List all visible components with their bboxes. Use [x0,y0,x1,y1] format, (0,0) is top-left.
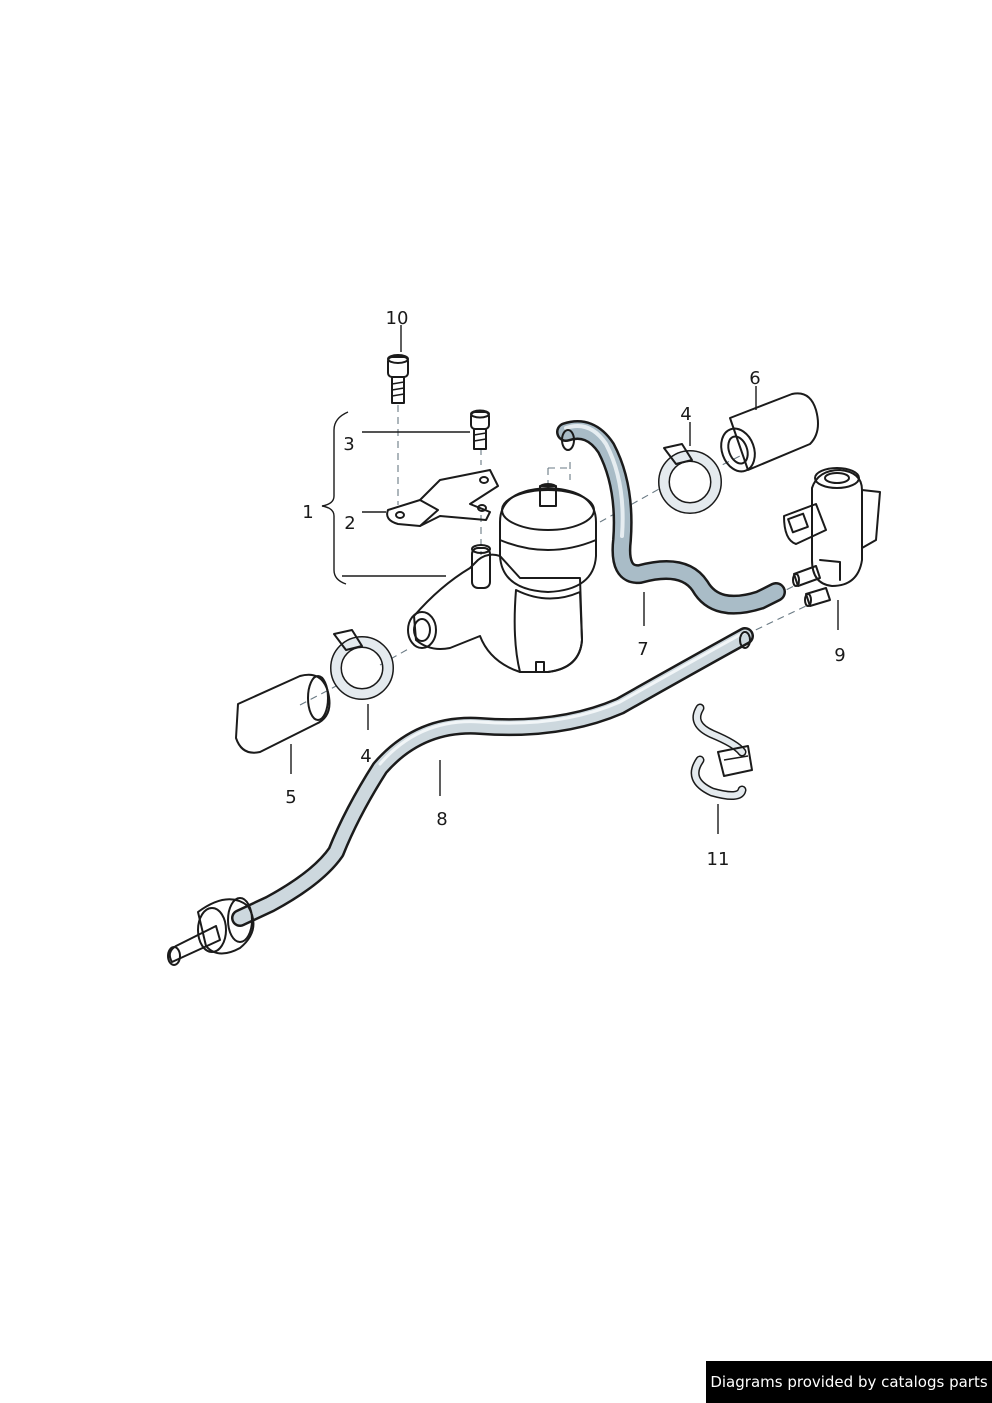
callout-7: 7 [637,639,648,660]
hose-8 [167,627,754,966]
callout-4-upper: 4 [680,404,691,425]
callout-9: 9 [834,645,845,666]
callout-8: 8 [436,809,447,830]
callouts: 1 2 3 4 4 5 6 7 8 9 10 11 [285,308,845,870]
screw-3 [470,409,490,450]
hose-5 [235,673,331,754]
credit-label: Diagrams provided by catalogs parts [706,1361,992,1403]
screw-10 [387,354,409,404]
callout-11: 11 [707,849,730,870]
solenoid-valve-9 [783,467,881,607]
valve-1 [407,483,597,673]
hose-7 [556,420,786,615]
hose-6 [720,392,819,473]
cable-tie-11 [690,703,753,800]
hose-clamp-4-lower [330,629,394,700]
bracket-2 [386,469,499,527]
callout-10: 10 [386,308,409,329]
assembly-lines [299,405,809,706]
hose-clamp-4-upper [658,443,722,514]
callout-6: 6 [749,368,760,389]
callout-4-lower: 4 [360,746,371,767]
callout-3: 3 [343,434,354,455]
callout-5: 5 [285,787,296,808]
callout-2: 2 [344,513,355,534]
leader-lines [290,325,839,834]
callout-1: 1 [302,502,313,523]
